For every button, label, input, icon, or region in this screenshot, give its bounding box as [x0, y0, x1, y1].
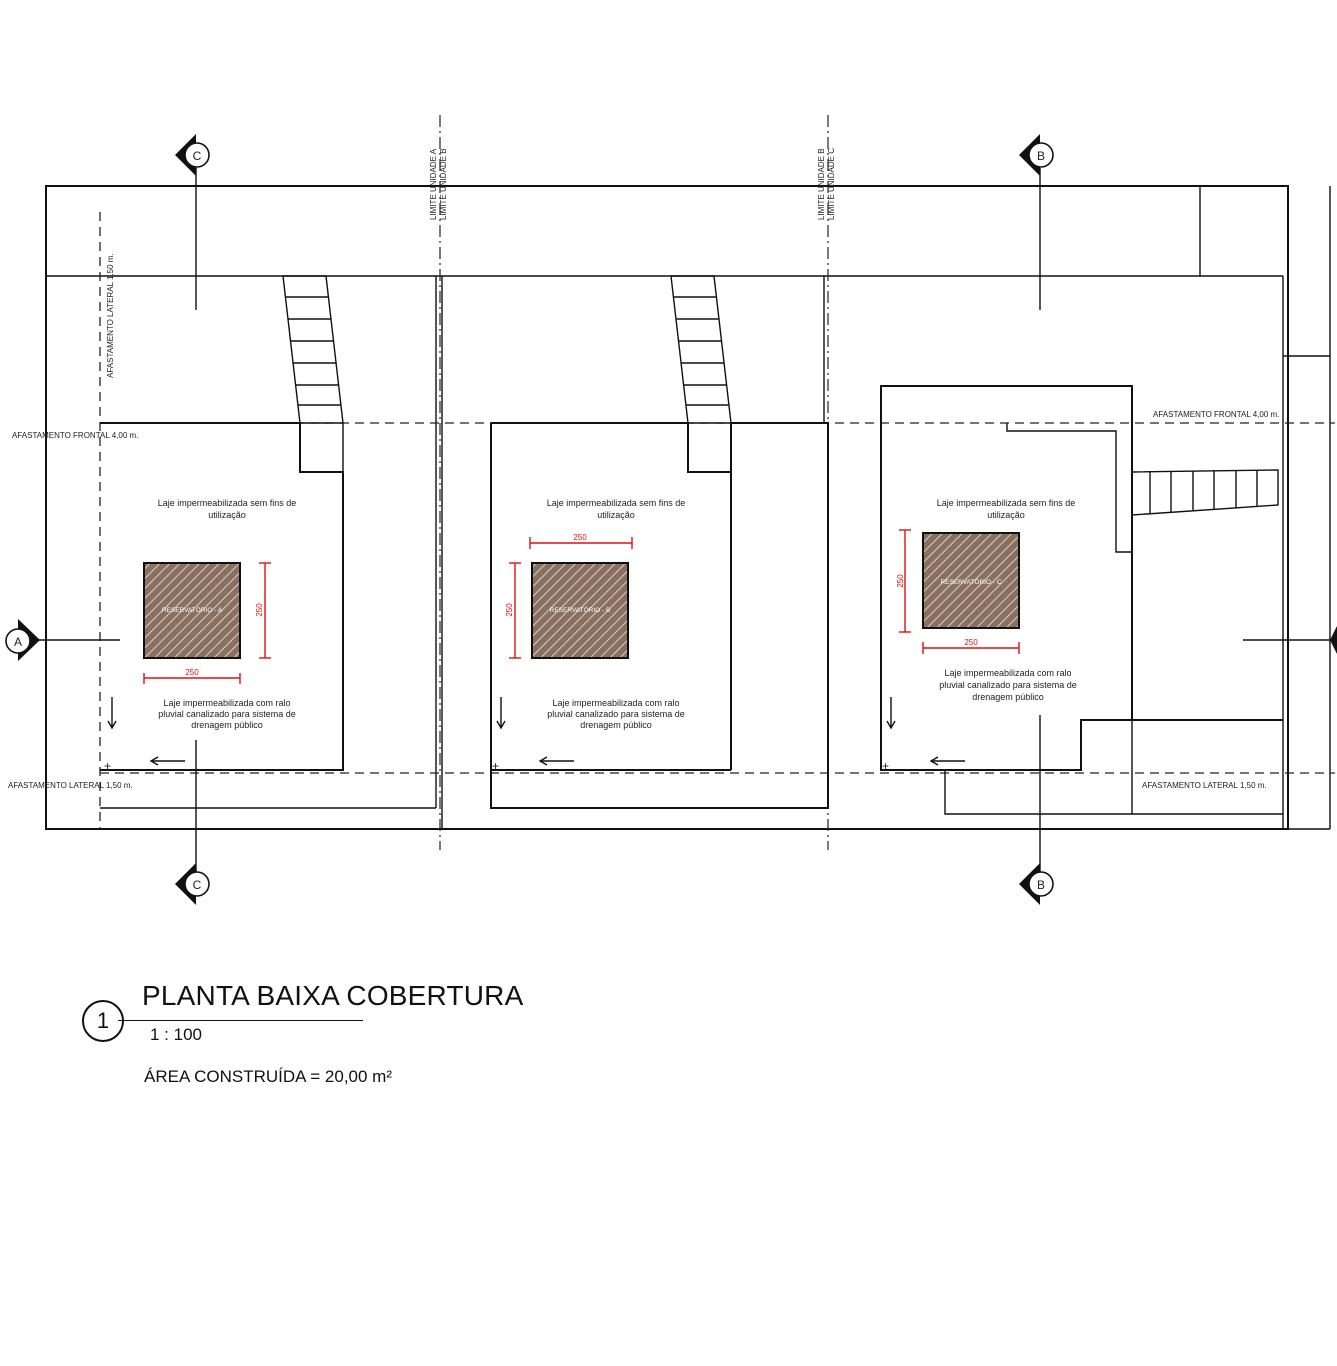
drain-point-icon: +: [492, 759, 499, 773]
drawing-title-block: 1 PLANTA BAIXA COBERTURA 1 : 100 ÁREA CO…: [78, 978, 638, 1098]
section-b-bottom-label: B: [1037, 878, 1045, 892]
reservoir-a-dim-v: 250: [255, 603, 264, 617]
reservoir-c: [922, 532, 1020, 629]
unit-a-drain-note-1: Laje impermeabilizada com ralo: [163, 698, 290, 708]
lateral-setback-label-vertical: AFASTAMENTO LATERAL 1,50 m.: [106, 253, 115, 378]
unit-b-drain-note-3: drenagem público: [580, 720, 652, 730]
unit-b-drain-note-2: pluvial canalizado para sistema de: [547, 709, 685, 719]
section-b-top-label: B: [1037, 149, 1045, 163]
stair-c: [1131, 469, 1279, 516]
unit-a-drain-note-3: drenagem público: [191, 720, 263, 730]
reservoir-c-dim-v: 250: [896, 574, 905, 588]
built-area: ÁREA CONSTRUÍDA = 20,00 m²: [144, 1067, 392, 1086]
unit-a-slab-note-1: Laje impermeabilizada sem fins de: [158, 498, 297, 508]
frontal-setback-label-left: AFASTAMENTO FRONTAL 4,00 m.: [12, 431, 138, 440]
section-c-bottom-marker-icon: C: [175, 863, 210, 905]
drain-arrow-icon: +: [492, 697, 574, 773]
unit-c: Laje impermeabilizada sem fins de utiliz…: [880, 385, 1283, 815]
unit-limit-ab-label-2: LIMITE UNIDADE B: [439, 148, 448, 220]
unit-c-drain-note-3: drenagem público: [972, 692, 1044, 702]
unit-limit-ab-label-1: LIMITE UNIDADE A: [429, 148, 438, 220]
title-underline: [118, 1020, 363, 1021]
unit-c-drain-note-1: Laje impermeabilizada com ralo: [944, 668, 1071, 678]
stair-a: [282, 275, 344, 424]
unit-a-slab-note-2: utilização: [208, 510, 246, 520]
drain-arrow-icon: +: [104, 697, 185, 773]
reservoir-a: [143, 562, 241, 659]
lot-boundary: [45, 185, 1289, 830]
section-b-top-marker-icon: B: [1019, 134, 1054, 176]
drawing-number: 1: [82, 1000, 124, 1042]
reservoir-b-label: RESERVATÓRIO - B: [550, 605, 611, 614]
reservoir-b-dim-v: 250: [505, 603, 514, 617]
reservoir-c-label: RESERVATÓRIO - C: [940, 577, 1001, 586]
unit-c-slab-note-1: Laje impermeabilizada sem fins de: [937, 498, 1076, 508]
unit-b-slab-note-1: Laje impermeabilizada sem fins de: [547, 498, 686, 508]
unit-c-drain-note-2: pluvial canalizado para sistema de: [939, 680, 1077, 690]
reservoir-b: [531, 562, 629, 659]
section-a-left-marker-icon: A: [5, 619, 40, 661]
section-a-right-marker-icon: [1330, 626, 1337, 654]
roof-floor-plan: LIMITE UNIDADE A LIMITE UNIDADE B LIMITE…: [5, 115, 1337, 905]
reservoir-b-dim-h: 250: [573, 533, 587, 542]
section-c-top-marker-icon: C: [175, 134, 210, 176]
drain-arrow-icon: +: [882, 697, 965, 773]
unit-a-drain-note-2: pluvial canalizado para sistema de: [158, 709, 296, 719]
section-c-bottom-label: C: [193, 878, 202, 892]
frontal-setback-label-right: AFASTAMENTO FRONTAL 4,00 m.: [1153, 410, 1279, 419]
reservoir-c-dim-h: 250: [964, 638, 978, 647]
unit-limit-bc-label-1: LIMITE UNIDADE B: [817, 148, 826, 220]
section-a-left-label: A: [14, 635, 22, 649]
unit-c-slab-note-2: utilização: [987, 510, 1025, 520]
unit-b-slab-note-2: utilização: [597, 510, 635, 520]
lateral-setback-label-left: AFASTAMENTO LATERAL 1,50 m.: [8, 781, 133, 790]
drawing-title: PLANTA BAIXA COBERTURA: [142, 980, 524, 1011]
section-c-top-label: C: [193, 149, 202, 163]
drain-point-icon: +: [104, 759, 111, 773]
unit-b-drain-note-1: Laje impermeabilizada com ralo: [552, 698, 679, 708]
stair-b: [670, 275, 732, 424]
section-b-bottom-marker-icon: B: [1019, 863, 1054, 905]
unit-b: Laje impermeabilizada sem fins de utiliz…: [490, 275, 829, 809]
drain-point-icon: +: [882, 759, 889, 773]
unit-a: Laje impermeabilizada sem fins de utiliz…: [100, 275, 436, 809]
unit-limit-bc-label-2: LIMITE UNIDADE C: [827, 148, 836, 220]
reservoir-a-label: RESERVATÓRIO - A: [162, 605, 223, 614]
drawing-scale: 1 : 100: [150, 1025, 202, 1044]
lateral-setback-label-right: AFASTAMENTO LATERAL 1,50 m.: [1142, 781, 1267, 790]
reservoir-a-dim-h: 250: [185, 668, 199, 677]
